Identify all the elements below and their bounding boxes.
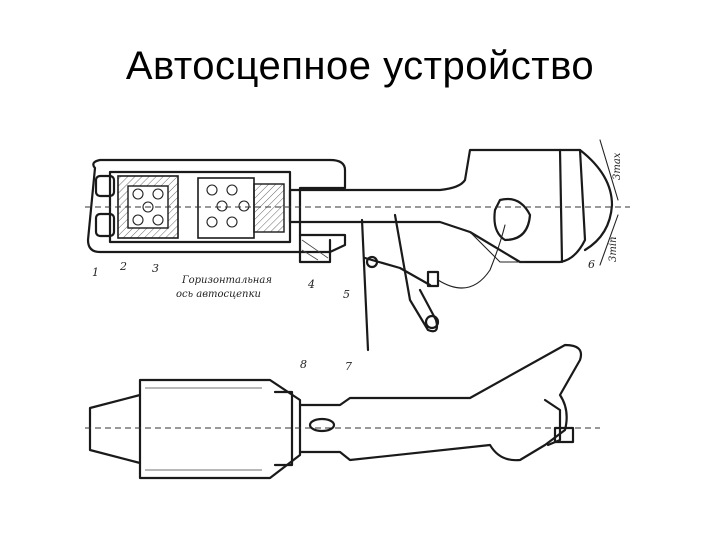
label-7: 7 (345, 360, 352, 373)
yoke-frame (86, 158, 347, 254)
label-4: 4 (307, 278, 315, 291)
label-1: 1 (92, 266, 99, 279)
label-6: 6 (588, 258, 595, 271)
plan-yoke (88, 378, 302, 480)
label-8: 8 (300, 358, 307, 371)
rear-opening-top (94, 174, 116, 198)
axis-caption-line2: ось автосцепки (176, 289, 261, 300)
label-3: 3 (152, 262, 159, 275)
spring-coils (132, 184, 250, 228)
coupler-shank (288, 148, 587, 264)
plan-knuckle-lock (553, 426, 575, 444)
plan-bracket (273, 390, 294, 467)
plan-shank (298, 343, 583, 462)
lever-pivot (365, 255, 379, 269)
side-view-assembly (85, 139, 630, 352)
support-bracket (298, 233, 332, 264)
label-2: 2 (119, 260, 127, 273)
plan-slot (308, 417, 336, 433)
dim-max-label: 3max (612, 152, 623, 180)
lever-eye (424, 314, 440, 330)
chain-bracket (426, 270, 440, 288)
slide-title: Автосцепное устройство (125, 44, 595, 88)
label-5: 5 (343, 288, 350, 301)
rear-opening-bottom (94, 212, 116, 238)
uncoupling-lever (360, 218, 370, 352)
axis-caption-line1: Горизонтальная (181, 275, 272, 286)
plan-view-assembly (85, 343, 600, 480)
dim-min-label: 3min (608, 237, 619, 262)
knuckle (493, 197, 532, 242)
front-plate (253, 183, 285, 233)
